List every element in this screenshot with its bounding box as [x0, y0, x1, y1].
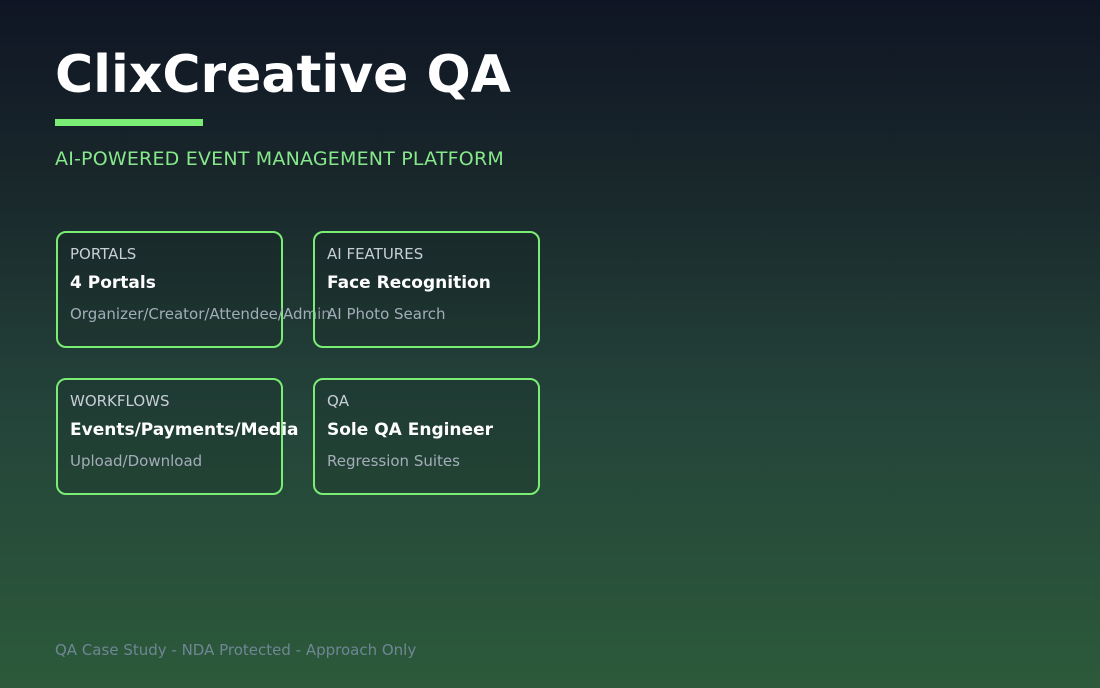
card-detail: Upload/Download — [70, 452, 203, 470]
card-value: Sole QA Engineer — [327, 420, 493, 440]
footer-note: QA Case Study - NDA Protected - Approach… — [55, 641, 417, 659]
card-label: PORTALS — [70, 245, 137, 263]
page-subtitle: AI-POWERED EVENT MANAGEMENT PLATFORM — [55, 148, 504, 170]
card-label: AI FEATURES — [327, 245, 424, 263]
card-portals: PORTALS 4 Portals Organizer/Creator/Atte… — [56, 231, 331, 348]
card-value: Events/Payments/Media — [70, 420, 299, 440]
card-detail: Regression Suites — [327, 452, 460, 470]
card-label: QA — [327, 392, 350, 410]
card-value: Face Recognition — [327, 273, 491, 293]
card-workflows: WORKFLOWS Events/Payments/Media Upload/D… — [56, 378, 299, 495]
title-accent-underline — [55, 119, 203, 126]
card-qa: QA Sole QA Engineer Regression Suites — [313, 378, 540, 495]
card-label: WORKFLOWS — [70, 392, 170, 410]
card-detail: AI Photo Search — [327, 305, 446, 323]
page-title: ClixCreative QA — [55, 45, 511, 105]
card-ai-features: AI FEATURES Face Recognition AI Photo Se… — [313, 231, 540, 348]
card-value: 4 Portals — [70, 273, 156, 293]
card-detail: Organizer/Creator/Attendee/Admin — [70, 305, 331, 323]
